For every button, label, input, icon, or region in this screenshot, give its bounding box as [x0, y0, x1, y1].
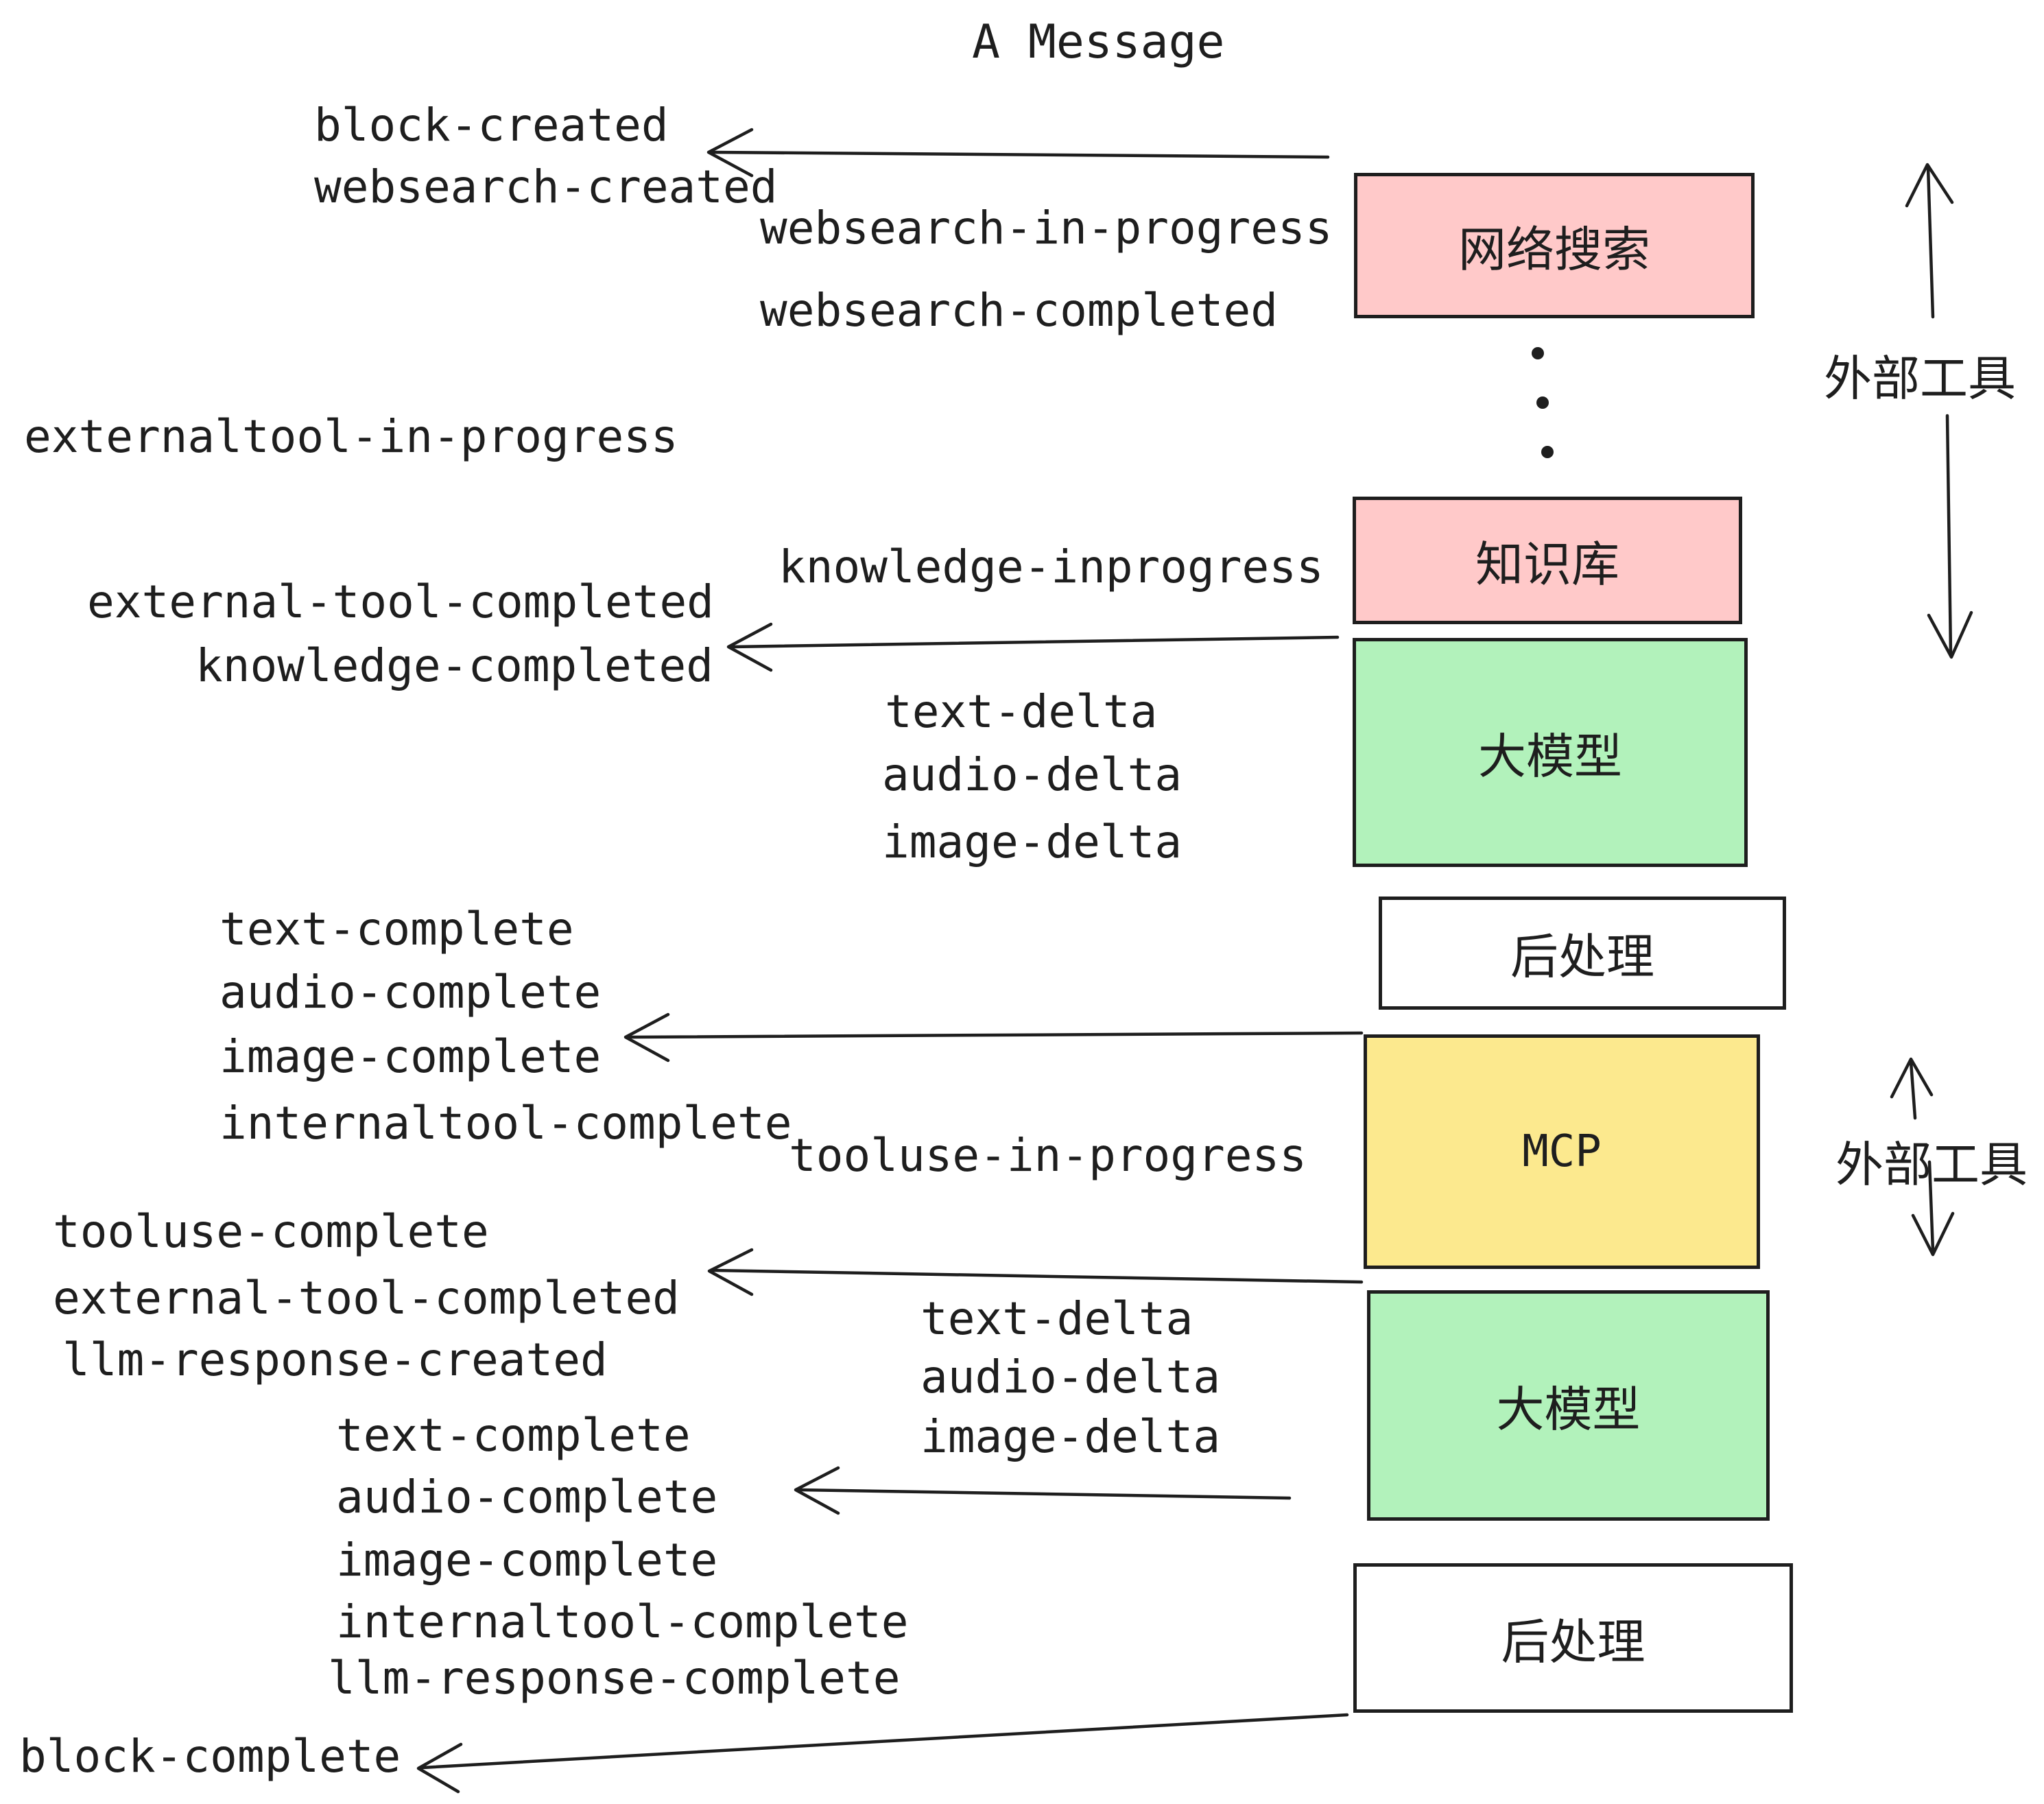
event-label-tooluse-complete: tooluse-complete: [53, 1205, 489, 1258]
event-label-text-delta-1: text-delta: [885, 685, 1158, 738]
event-label-websearch-in-progress: websearch-in-progress: [760, 202, 1333, 254]
event-label-text-delta-2: text-delta: [920, 1292, 1193, 1345]
event-label-websearch-created: websearch-created: [314, 161, 778, 213]
arrow-post2-to-block-complete: [416, 1713, 1349, 1794]
node-llm-2: 大模型: [1367, 1290, 1770, 1521]
event-label-external-tool-completed-2: external-tool-completed: [53, 1272, 680, 1325]
node-mcp: MCP: [1364, 1034, 1760, 1269]
event-label-tooluse-in-progress: tooluse-in-progress: [789, 1129, 1307, 1182]
ellipsis-dot: [1532, 347, 1544, 359]
event-label-llm-response-complete: llm-response-complete: [328, 1652, 901, 1705]
external-tools-1-up-arrow: [1905, 163, 1954, 319]
arrow-knowledge-to-completed: [726, 622, 1340, 672]
event-label-audio-delta-1: audio-delta: [882, 748, 1183, 801]
arrow-llm2-to-audio-complete: [794, 1466, 1292, 1515]
node-postprocess-1: 后处理: [1379, 897, 1786, 1010]
node-llm-2-label: 大模型: [1496, 1381, 1641, 1438]
event-label-internaltool-complete-2: internaltool-complete: [336, 1595, 909, 1648]
node-websearch-label: 网络搜索: [1458, 221, 1650, 278]
node-postprocess-1-label: 后处理: [1510, 929, 1654, 985]
arrow-llm2-to-tooluse-complete: [707, 1248, 1364, 1296]
event-label-llm-response-created: llm-response-created: [62, 1333, 608, 1386]
event-label-websearch-completed: websearch-completed: [760, 284, 1278, 337]
diagram-title: A Message: [972, 15, 1225, 69]
node-mcp-label: MCP: [1522, 1126, 1602, 1177]
event-label-text-complete-2: text-complete: [336, 1409, 691, 1462]
annotation-external-tools-1: 外部工具: [1824, 351, 2016, 407]
external-tools-2-up-arrow: [1890, 1057, 1934, 1120]
ellipsis-dot: [1541, 446, 1554, 458]
event-label-internaltool-complete-1: internaltool-complete: [219, 1097, 792, 1150]
event-label-image-delta-2: image-delta: [920, 1410, 1221, 1463]
event-label-knowledge-completed: knowledge-completed: [195, 639, 713, 692]
node-knowledge-label: 知识库: [1475, 536, 1619, 593]
node-websearch: 网络搜索: [1354, 173, 1755, 318]
event-label-audio-complete-2: audio-complete: [336, 1471, 718, 1523]
event-label-audio-complete-1: audio-complete: [219, 966, 602, 1019]
arrow-websearch-to-created: [706, 128, 1330, 178]
event-label-text-complete-1: text-complete: [219, 903, 574, 956]
event-label-block-complete: block-complete: [19, 1730, 401, 1783]
ellipsis-dot: [1536, 396, 1549, 409]
event-label-knowledge-inprogress: knowledge-inprogress: [779, 541, 1324, 593]
annotation-external-tools-2: 外部工具: [1835, 1137, 2028, 1193]
arrow-mcp-to-image-complete: [623, 1012, 1364, 1063]
event-label-block-created: block-created: [314, 99, 669, 152]
event-label-image-complete-1: image-complete: [219, 1030, 602, 1083]
node-postprocess-2-label: 后处理: [1501, 1613, 1645, 1670]
event-label-external-tool-completed-1: external-tool-completed: [87, 575, 714, 628]
node-postprocess-2: 后处理: [1353, 1563, 1793, 1713]
node-knowledge: 知识库: [1353, 497, 1742, 624]
node-llm-1-label: 大模型: [1478, 728, 1622, 785]
event-label-image-delta-1: image-delta: [882, 816, 1183, 868]
event-label-audio-delta-2: audio-delta: [920, 1351, 1221, 1403]
node-llm-1: 大模型: [1353, 638, 1748, 867]
event-label-externaltool-in-progress: externaltool-in-progress: [24, 410, 678, 463]
external-tools-1-down-arrow: [1927, 414, 1973, 659]
event-label-image-complete-2: image-complete: [336, 1534, 718, 1587]
